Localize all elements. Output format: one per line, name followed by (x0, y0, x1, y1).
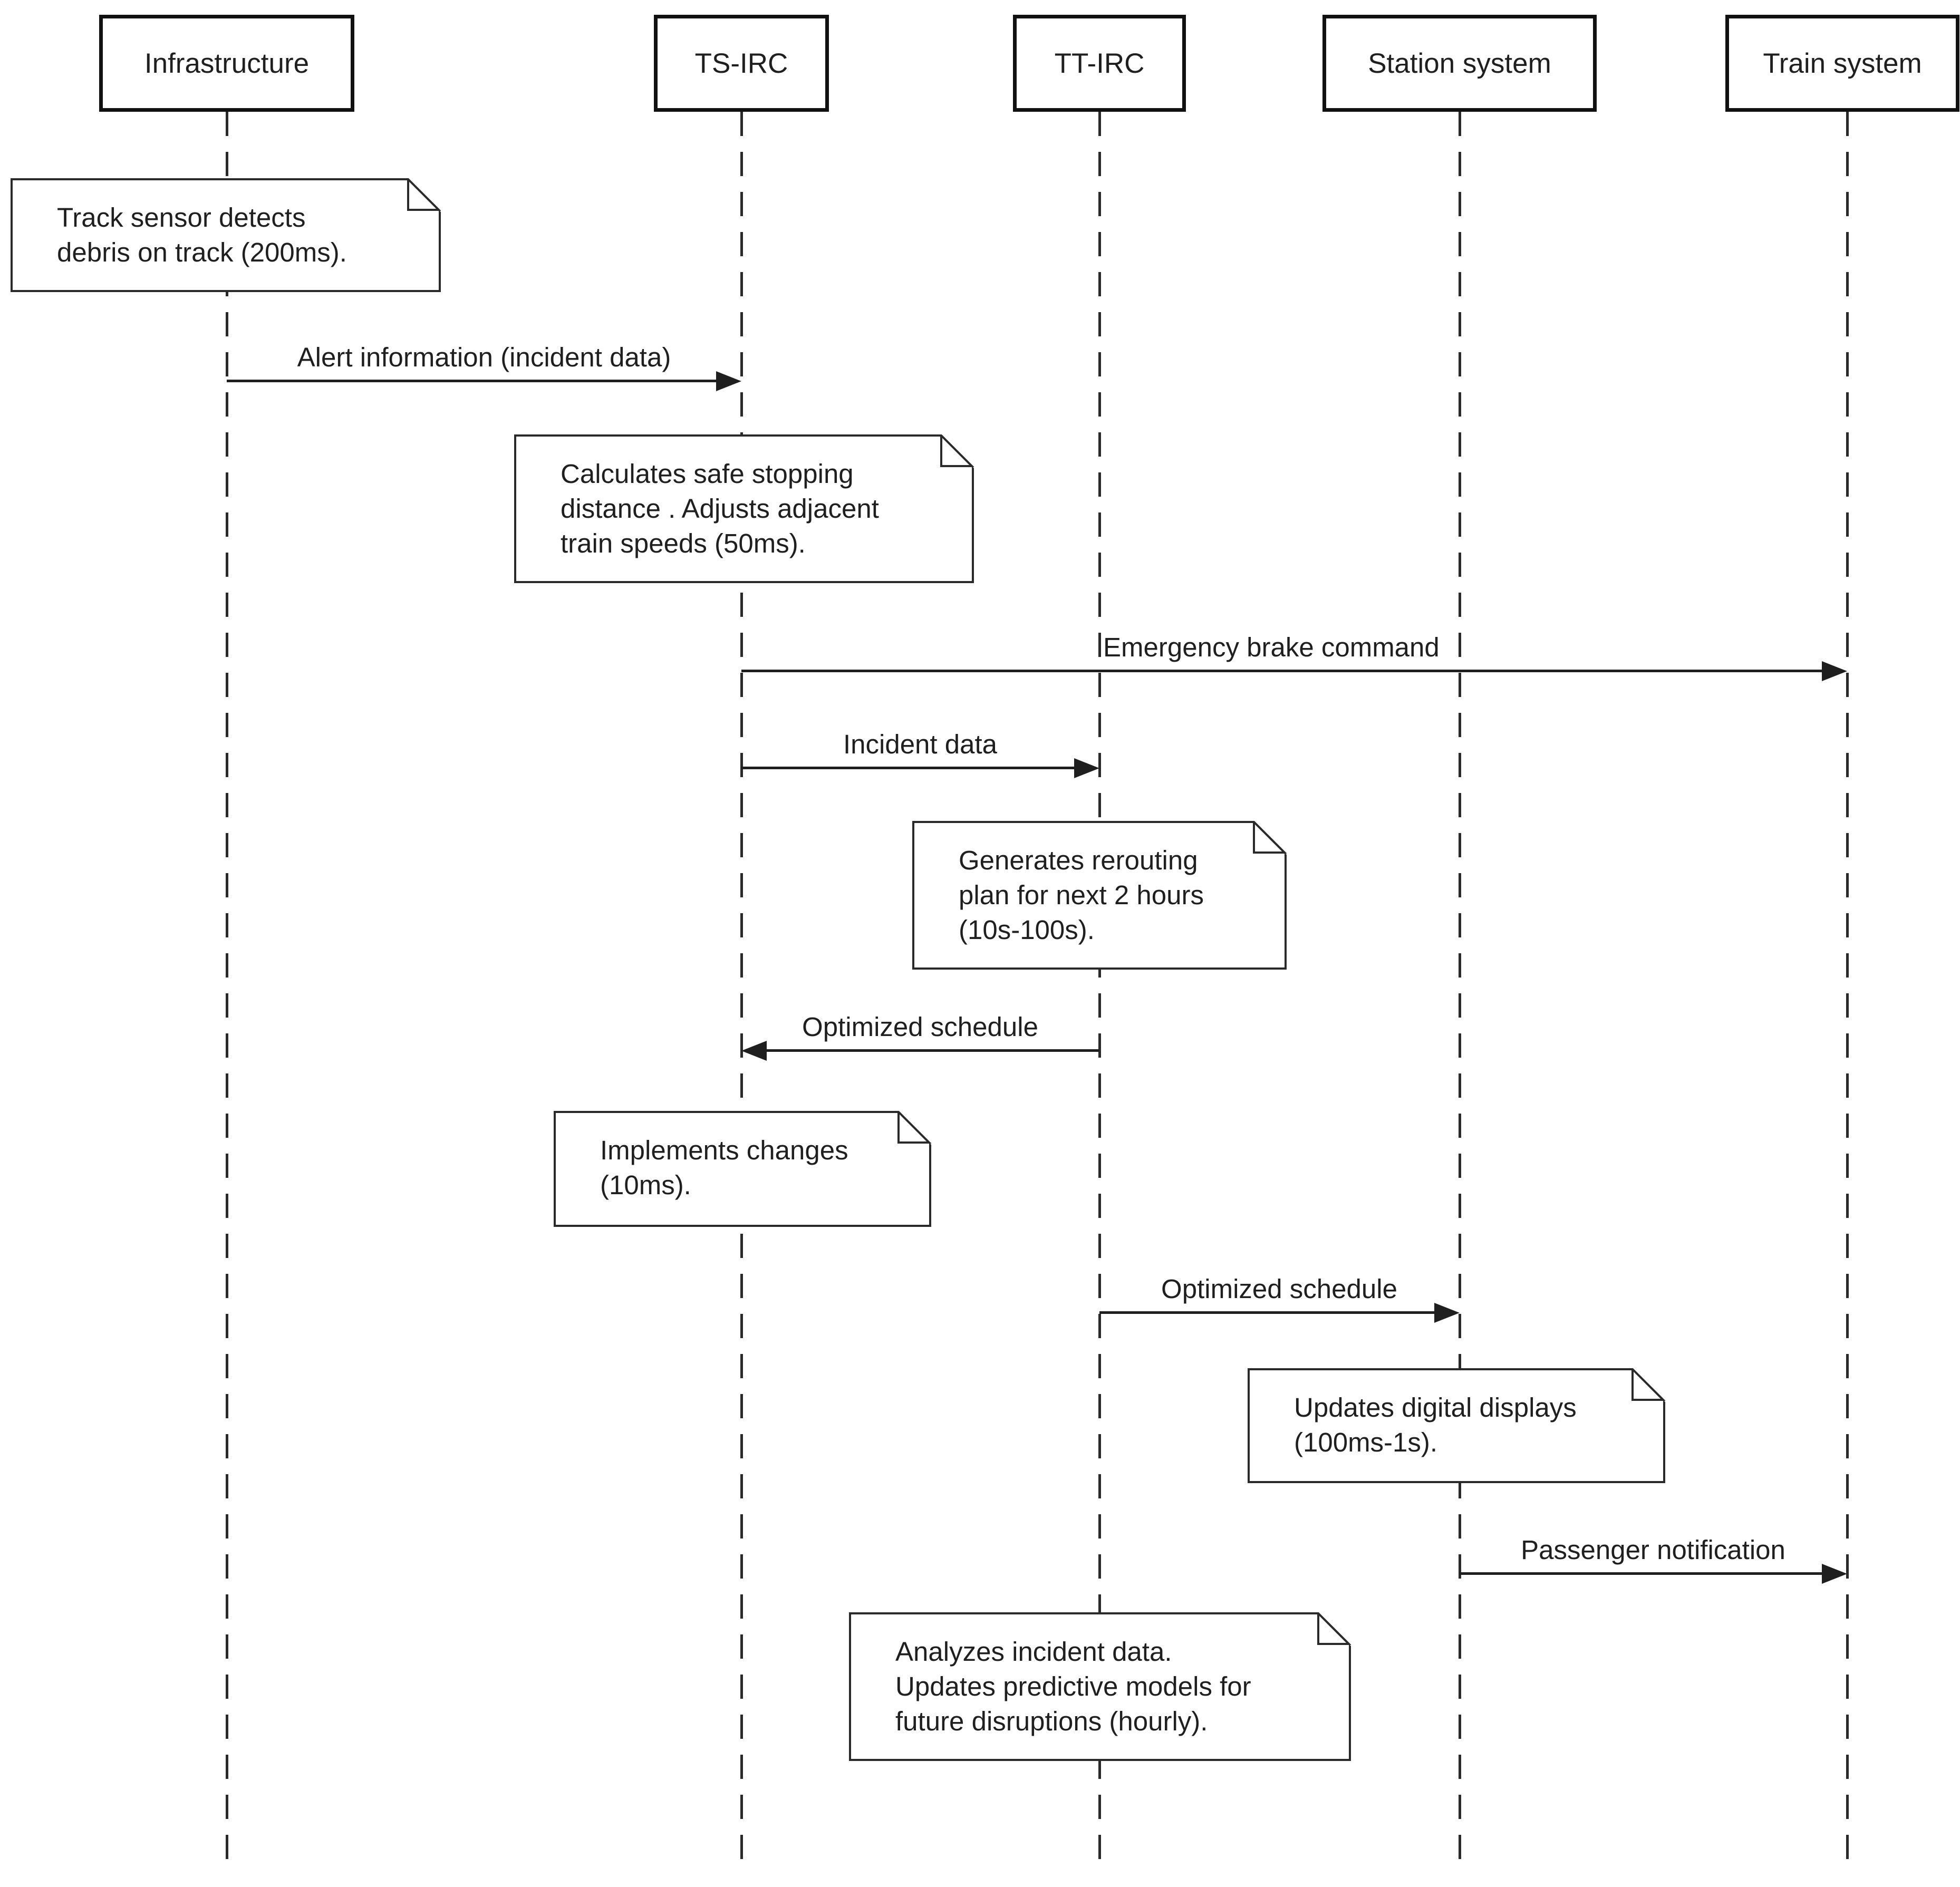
participant-infrastructure: Infrastructure (99, 15, 354, 112)
note-fold-icon (897, 1111, 931, 1145)
note-fold-icon (1317, 1612, 1351, 1646)
message-line-passenger-notification (1460, 1572, 1826, 1575)
participant-label: Infrastructure (144, 47, 310, 79)
note-text: Generates rerouting plan for next 2 hour… (959, 845, 1204, 945)
message-label-alert-information: Alert information (incident data) (297, 342, 671, 372)
arrowhead-right-icon (1074, 758, 1099, 778)
message-label-optimized-schedule-2: Optimized schedule (1161, 1274, 1397, 1304)
arrowhead-right-icon (1822, 1564, 1847, 1584)
lifeline-tt-irc (1098, 112, 1101, 1873)
note-track-sensor: Track sensor detects debris on track (20… (11, 178, 441, 292)
message-line-incident-data (741, 767, 1078, 769)
note-text: Track sensor detects debris on track (20… (57, 202, 347, 267)
note-implements-changes: Implements changes (10ms). (554, 1111, 931, 1227)
arrowhead-right-icon (1434, 1303, 1460, 1323)
note-fold-icon (1253, 821, 1287, 855)
lifeline-train-system (1846, 112, 1849, 1873)
participant-label: TS-IRC (694, 47, 788, 79)
note-fold-icon (940, 434, 974, 468)
note-text: Calculates safe stopping distance . Adju… (561, 459, 879, 558)
lifeline-infrastructure (226, 112, 228, 1873)
note-generates-rerouting: Generates rerouting plan for next 2 hour… (912, 821, 1287, 970)
message-label-optimized-schedule-1: Optimized schedule (802, 1012, 1038, 1042)
note-calculates-stopping: Calculates safe stopping distance . Adju… (514, 434, 974, 583)
message-label-incident-data: Incident data (843, 729, 998, 759)
lifeline-station-system (1459, 112, 1461, 1873)
participant-label: TT-IRC (1054, 47, 1145, 79)
message-label-emergency-brake: Emergency brake command (1103, 632, 1440, 662)
message-line-alert-information (227, 380, 720, 382)
arrowhead-left-icon (741, 1041, 767, 1061)
participant-tt-irc: TT-IRC (1013, 15, 1186, 112)
note-fold-icon (1631, 1368, 1665, 1402)
note-updates-displays: Updates digital displays (100ms-1s). (1248, 1368, 1665, 1483)
note-analyzes-incident: Analyzes incident data. Updates predicti… (849, 1612, 1351, 1761)
participant-train-system: Train system (1725, 15, 1959, 112)
message-line-emergency-brake (741, 670, 1826, 672)
message-line-optimized-schedule-1 (762, 1049, 1099, 1052)
note-text: Implements changes (10ms). (600, 1135, 848, 1200)
message-label-passenger-notification: Passenger notification (1521, 1535, 1785, 1565)
participant-station-system: Station system (1322, 15, 1597, 112)
note-text: Analyzes incident data. Updates predicti… (895, 1637, 1251, 1736)
note-fold-icon (407, 178, 441, 212)
arrowhead-right-icon (716, 371, 741, 391)
note-text: Updates digital displays (100ms-1s). (1294, 1392, 1577, 1457)
participant-ts-irc: TS-IRC (654, 15, 829, 112)
participant-label: Station system (1368, 47, 1551, 79)
message-line-optimized-schedule-2 (1099, 1311, 1438, 1314)
lifeline-ts-irc (740, 112, 743, 1873)
arrowhead-right-icon (1822, 661, 1847, 681)
participant-label: Train system (1763, 47, 1922, 79)
